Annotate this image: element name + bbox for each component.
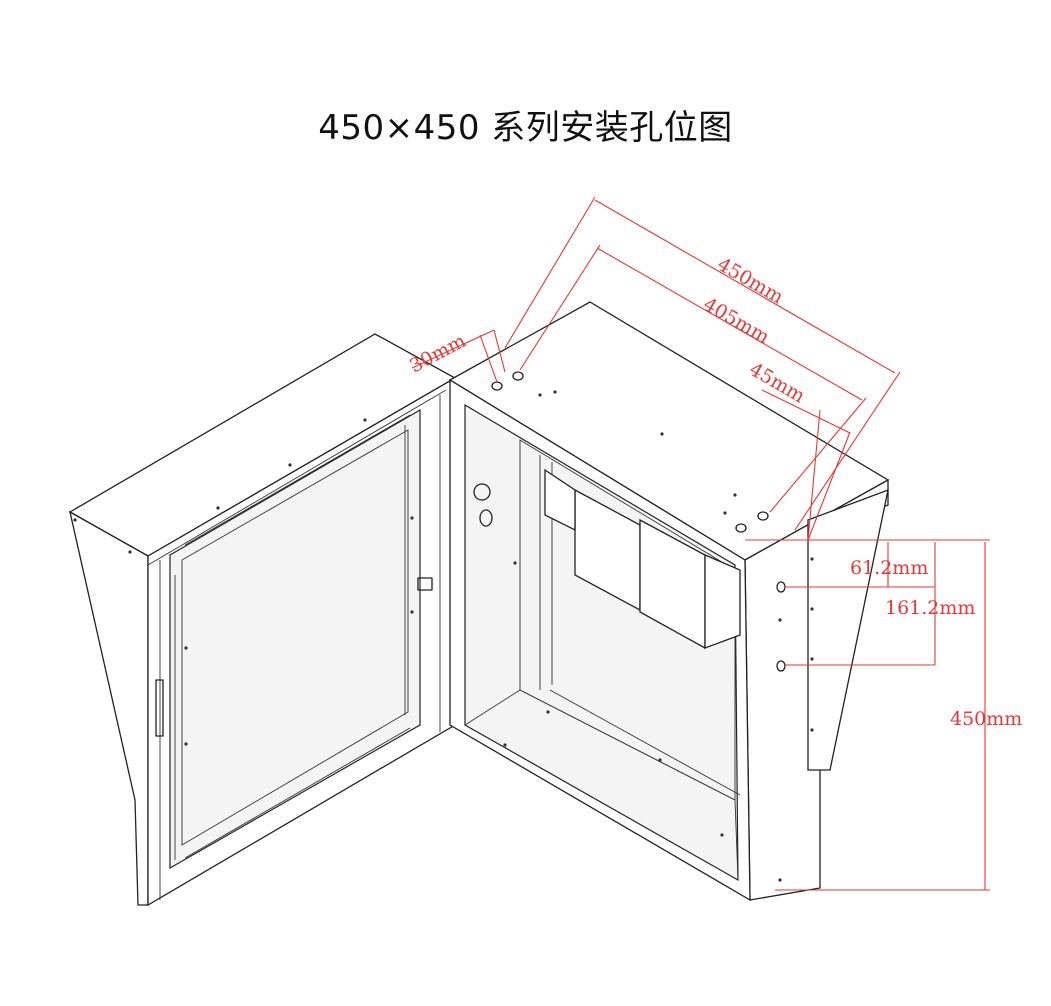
door-inner-panel bbox=[169, 408, 421, 870]
cabinet-side-hood bbox=[807, 488, 889, 771]
top-hole-2 bbox=[512, 371, 524, 381]
top-hole-3 bbox=[735, 523, 747, 533]
top-hole-4 bbox=[757, 511, 769, 521]
open-door bbox=[68, 333, 457, 907]
door-hood-side bbox=[69, 510, 149, 906]
dim-hole-spacing: 405mm bbox=[700, 293, 774, 348]
dimension-lines bbox=[411, 196, 990, 891]
dim-top-width: 450mm bbox=[714, 253, 788, 308]
cable-gland bbox=[473, 483, 491, 501]
diagram-title: 450×450 系列安装孔位图 bbox=[318, 108, 733, 148]
door-handle bbox=[155, 679, 164, 737]
cable-hole bbox=[479, 509, 493, 527]
cabinet-body bbox=[448, 301, 890, 902]
door-latch bbox=[417, 577, 433, 591]
dim-side-second-hole: 161.2mm bbox=[885, 597, 975, 619]
dim-side-height: 450mm bbox=[950, 708, 1022, 730]
dim-side-first-hole: 61.2mm bbox=[850, 557, 928, 579]
side-hole-2 bbox=[776, 660, 786, 672]
rivets bbox=[73, 390, 814, 882]
